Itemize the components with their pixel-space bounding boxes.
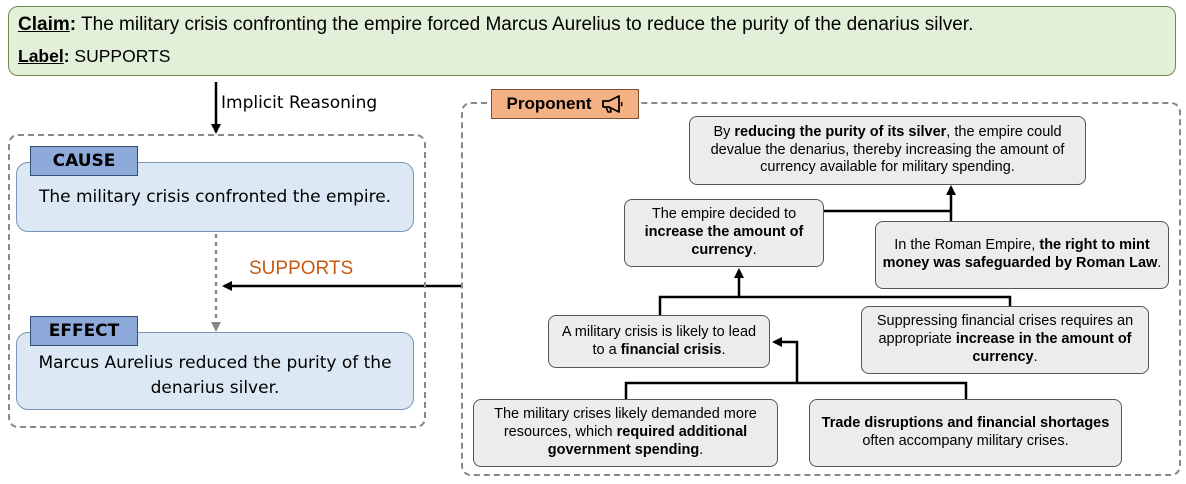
node-financial-crisis: A military crisis is likely to lead to a… <box>548 315 770 368</box>
effect-text: Marcus Aurelius reduced the purity of th… <box>38 353 392 398</box>
claim-box <box>8 6 1176 76</box>
node-resources: The military crises likely demanded more… <box>473 399 778 467</box>
proponent-tag: Proponent <box>491 89 639 119</box>
node-top: By reducing the purity of its silver, th… <box>689 116 1086 185</box>
supports-label: SUPPORTS <box>249 258 354 279</box>
node-increase-currency: The empire decided to increase the amoun… <box>624 199 824 267</box>
proponent-label: Proponent <box>506 94 592 113</box>
effect-tag: EFFECT <box>30 316 138 346</box>
arrow-to-financial-crisis <box>772 337 799 383</box>
proponent-panel <box>461 102 1181 476</box>
cause-effect-panel <box>8 134 426 428</box>
claim-line: Claim: The military crisis confronting t… <box>18 14 974 35</box>
claim-key: Claim <box>18 14 70 35</box>
node-trade: Trade disruptions and financial shortage… <box>809 399 1122 467</box>
cause-text: The military crisis confronted the empir… <box>38 186 392 207</box>
claim-text: The military crisis confronting the empi… <box>81 14 974 35</box>
label-line: Label: SUPPORTS <box>18 46 171 66</box>
node-suppressing: Suppressing financial crises requires an… <box>861 306 1149 374</box>
label-key: Label <box>18 46 64 66</box>
bracket-middle <box>658 295 1012 315</box>
node-roman-law: In the Roman Empire, the right to mint m… <box>875 221 1169 289</box>
megaphone-icon <box>601 95 623 113</box>
cause-box: The military crisis confronted the empir… <box>16 162 414 232</box>
implicit-reasoning-label: Implicit Reasoning <box>221 93 378 113</box>
cause-tag: CAUSE <box>30 146 138 176</box>
label-text: SUPPORTS <box>74 46 171 66</box>
